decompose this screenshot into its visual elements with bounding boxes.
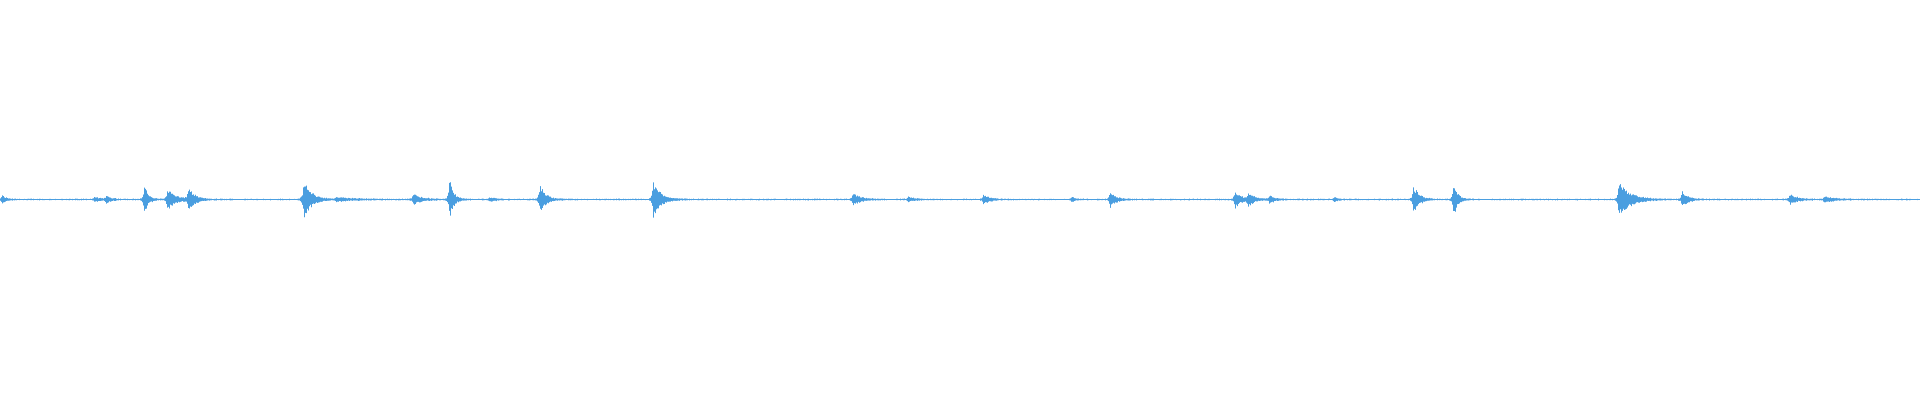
waveform-trace bbox=[0, 182, 1920, 218]
